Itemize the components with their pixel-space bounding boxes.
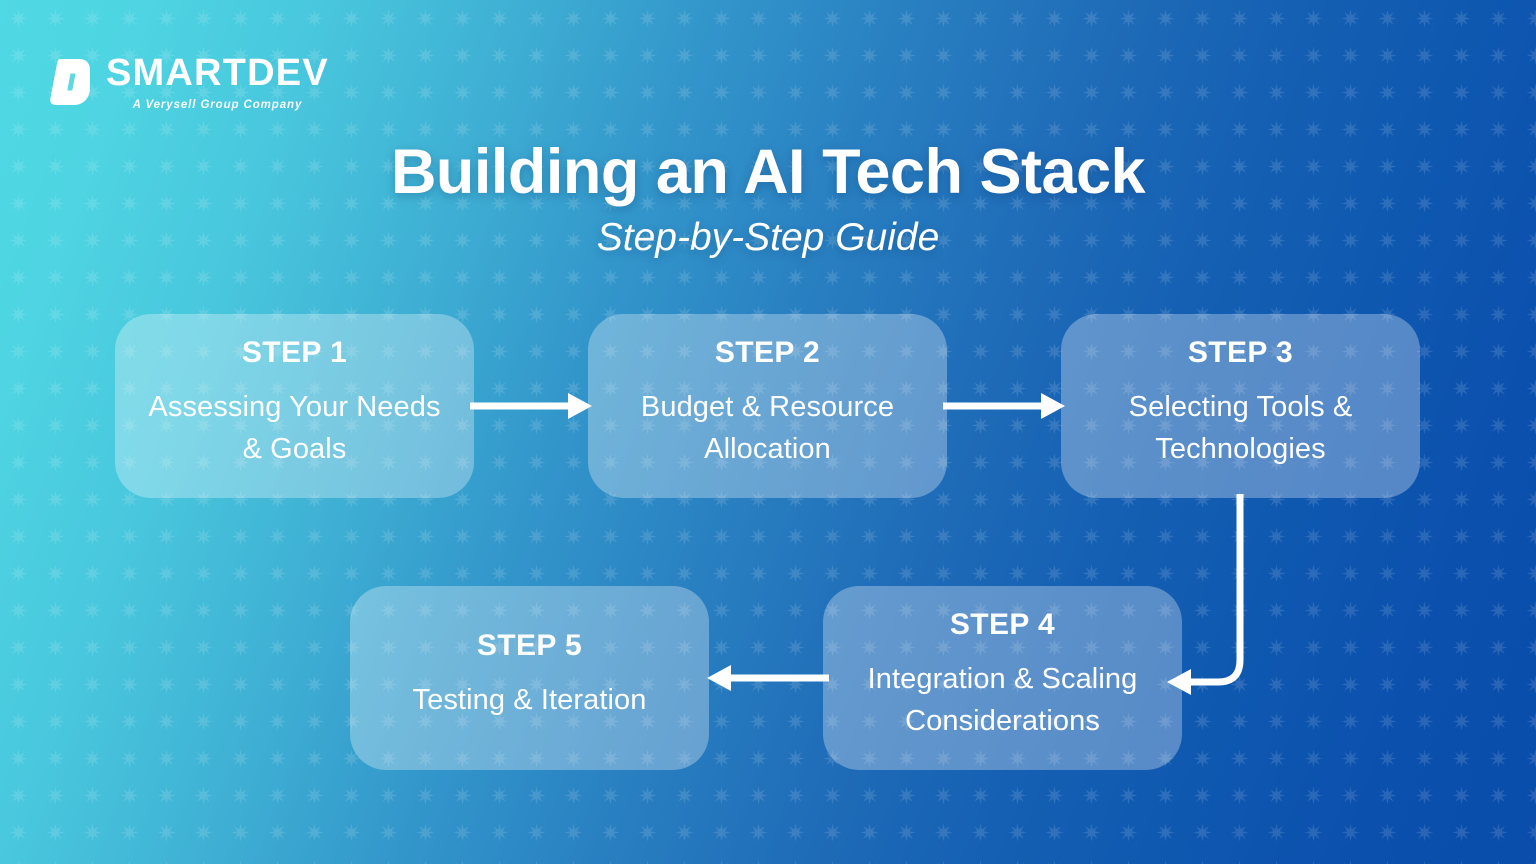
brand-logo: SMARTDEV A Verysell Group Company	[48, 52, 329, 111]
arrow-step2-to-step3-icon	[943, 393, 1065, 419]
page-subtitle: Step-by-Step Guide	[596, 216, 940, 259]
step-card-2[interactable]: STEP 2 Budget & Resource Allocation	[588, 314, 947, 498]
step-card-4[interactable]: STEP 4 Integration & Scaling Considerati…	[823, 586, 1182, 770]
smartdev-d-mark-icon	[50, 58, 90, 105]
step-1-description: Assessing Your Needs & Goals	[148, 390, 441, 465]
step-4-description: Integration & Scaling Considerations	[867, 662, 1138, 737]
step-2-label: STEP 2	[714, 335, 821, 369]
brand-wordmark: SMARTDEV	[106, 52, 329, 94]
step-2-description: Budget & Resource Allocation	[640, 390, 895, 465]
step-4-label: STEP 4	[949, 607, 1056, 641]
step-card-3[interactable]: STEP 3 Selecting Tools & Technologies	[1061, 314, 1420, 498]
step-1-label: STEP 1	[241, 335, 348, 369]
step-5-label: STEP 5	[476, 628, 583, 662]
arrow-step4-to-step5-icon	[707, 665, 829, 691]
step-3-description: Selecting Tools & Technologies	[1128, 390, 1353, 465]
brand-tagline: A Verysell Group Company	[132, 99, 303, 111]
step-card-5[interactable]: STEP 5 Testing & Iteration	[350, 586, 709, 770]
page-title: Building an AI Tech Stack	[390, 137, 1146, 207]
step-5-description: Testing & Iteration	[412, 683, 647, 716]
step-3-label: STEP 3	[1187, 335, 1294, 369]
arrow-step1-to-step2-icon	[470, 393, 592, 419]
step-card-1[interactable]: STEP 1 Assessing Your Needs & Goals	[115, 314, 474, 498]
brand-text-block: SMARTDEV A Verysell Group Company	[106, 54, 329, 111]
